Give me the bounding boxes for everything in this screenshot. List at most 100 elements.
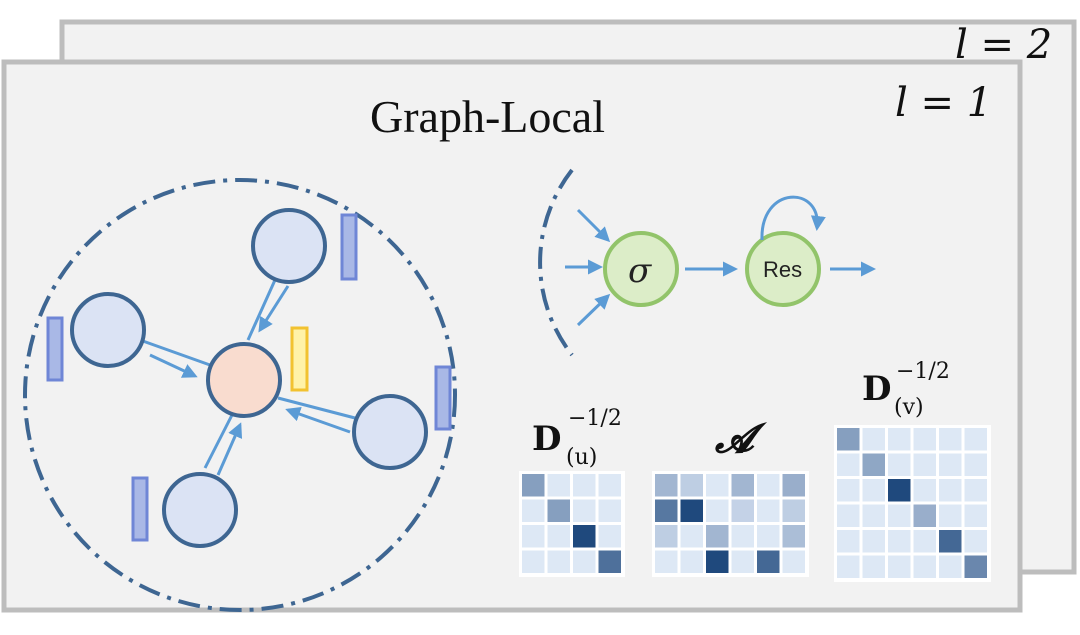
matrix-cell <box>782 499 805 522</box>
matrix-cell <box>757 525 780 548</box>
matrix-cell <box>862 530 885 553</box>
matrix-cell <box>573 499 596 522</box>
matrix-a-grid <box>652 471 809 577</box>
graph-nodes <box>70 208 428 548</box>
edge-top-arrow <box>258 285 290 333</box>
matrix-cell <box>522 525 545 548</box>
matrix-cell <box>731 550 754 573</box>
matrix-cell <box>964 555 987 578</box>
matrix-cell <box>680 499 703 522</box>
matrix-cell <box>888 479 911 502</box>
residual-loop-arrow <box>760 195 826 241</box>
matrix-cell <box>913 555 936 578</box>
matrix-cell <box>964 530 987 553</box>
edge-bottom <box>203 414 234 469</box>
matrix-cell <box>731 499 754 522</box>
agg-arrow-top <box>576 208 611 243</box>
matrix-cell <box>939 555 962 578</box>
matrix-cell <box>913 428 936 451</box>
feature-left <box>46 316 64 382</box>
edge-bottom-arrow <box>216 422 243 476</box>
matrix-du-grid <box>519 471 625 577</box>
matrix-cell <box>598 474 621 497</box>
matrix-cell <box>939 453 962 476</box>
panel-title: Graph-Local <box>370 91 605 142</box>
matrix-cell <box>757 474 780 497</box>
matrix-cell <box>913 479 936 502</box>
matrix-cell <box>888 428 911 451</box>
edge-top <box>246 279 277 341</box>
matrix-cell <box>837 530 860 553</box>
matrix-cell <box>862 453 885 476</box>
matrix-cell <box>837 428 860 451</box>
matrix-cell <box>655 525 678 548</box>
feature-vectors <box>46 213 452 542</box>
activation-label: σ <box>628 251 652 291</box>
matrix-cell <box>964 504 987 527</box>
matrix-cell <box>964 428 987 451</box>
matrix-cell <box>522 474 545 497</box>
edge-right-arrow <box>285 406 351 434</box>
matrix-cell <box>964 479 987 502</box>
edge-left-arrow <box>149 353 198 378</box>
node-right <box>352 394 428 470</box>
matrix-cell <box>888 453 911 476</box>
matrix-cell <box>939 530 962 553</box>
feature-center <box>290 326 309 392</box>
matrix-cell <box>837 479 860 502</box>
matrix-cell <box>680 525 703 548</box>
matrix-cell <box>837 555 860 578</box>
feature-bottom <box>131 476 149 542</box>
matrix-cell <box>837 504 860 527</box>
matrix-cell <box>598 550 621 573</box>
node-center <box>206 342 282 418</box>
edge-left <box>139 338 211 367</box>
matrix-cell <box>939 428 962 451</box>
matrix-cell <box>706 525 729 548</box>
matrix-du-base: D <box>532 419 561 459</box>
matrix-cell <box>757 499 780 522</box>
matrix-cell <box>655 550 678 573</box>
matrix-cell <box>680 474 703 497</box>
matrix-label-dv: D −1/2 (v) <box>862 359 950 420</box>
matrix-cell <box>680 550 703 573</box>
matrix-cell <box>731 525 754 548</box>
matrix-cell <box>598 499 621 522</box>
matrix-cell <box>913 530 936 553</box>
matrix-cell <box>888 504 911 527</box>
matrix-cell <box>547 525 570 548</box>
matrix-cell <box>706 499 729 522</box>
feature-top <box>340 213 358 281</box>
node-bottom <box>162 472 238 548</box>
matrix-cell <box>547 550 570 573</box>
matrix-cell <box>837 453 860 476</box>
matrix-cell <box>964 453 987 476</box>
matrix-cell <box>862 479 885 502</box>
matrix-cell <box>782 525 805 548</box>
matrix-cell <box>598 525 621 548</box>
matrix-cell <box>522 550 545 573</box>
matrix-cell <box>522 499 545 522</box>
activation-node <box>603 231 679 307</box>
feature-right <box>434 365 452 431</box>
agg-arrow-bottom <box>576 293 611 327</box>
matrix-cell <box>757 550 780 573</box>
matrix-dv-grid <box>834 425 991 582</box>
matrix-cell <box>913 504 936 527</box>
matrix-cell <box>862 555 885 578</box>
matrix-cell <box>862 504 885 527</box>
matrix-du-sub: (u) <box>566 445 597 470</box>
aggregation-arc <box>538 168 574 357</box>
node-top <box>251 208 327 284</box>
matrix-cell <box>573 525 596 548</box>
layer-label-1: l = 1 <box>895 80 992 126</box>
matrix-cell <box>547 474 570 497</box>
matrix-cell <box>573 550 596 573</box>
matrix-cell <box>939 504 962 527</box>
matrix-cell <box>913 453 936 476</box>
matrix-cell <box>862 428 885 451</box>
matrix-cell <box>888 530 911 553</box>
matrix-cell <box>573 474 596 497</box>
matrix-cell <box>782 550 805 573</box>
